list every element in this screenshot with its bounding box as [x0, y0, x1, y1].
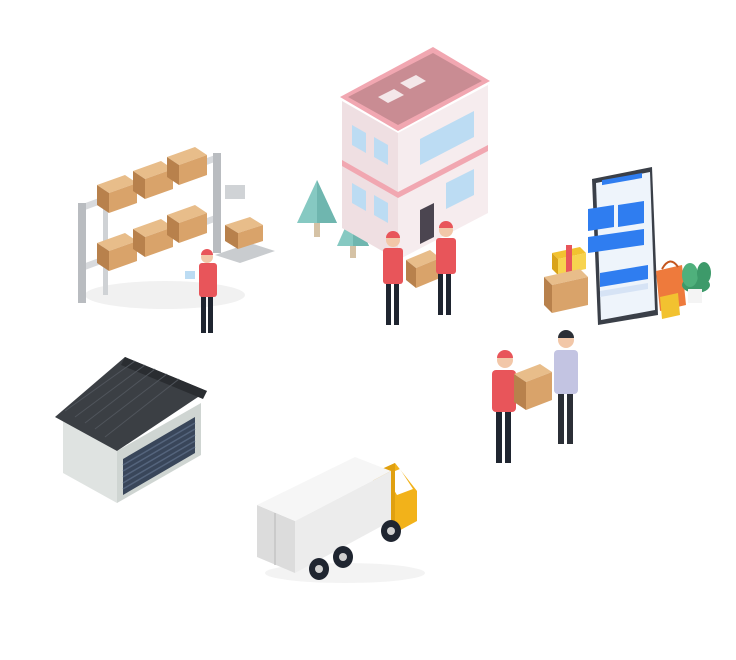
mobile-shop-illustration — [540, 165, 720, 330]
warehouse-shelves-illustration — [75, 125, 280, 345]
garage-illustration — [55, 355, 210, 505]
delivery-truck-illustration — [255, 455, 425, 585]
office-building-illustration — [338, 45, 493, 335]
package-handover-illustration — [488, 330, 588, 475]
